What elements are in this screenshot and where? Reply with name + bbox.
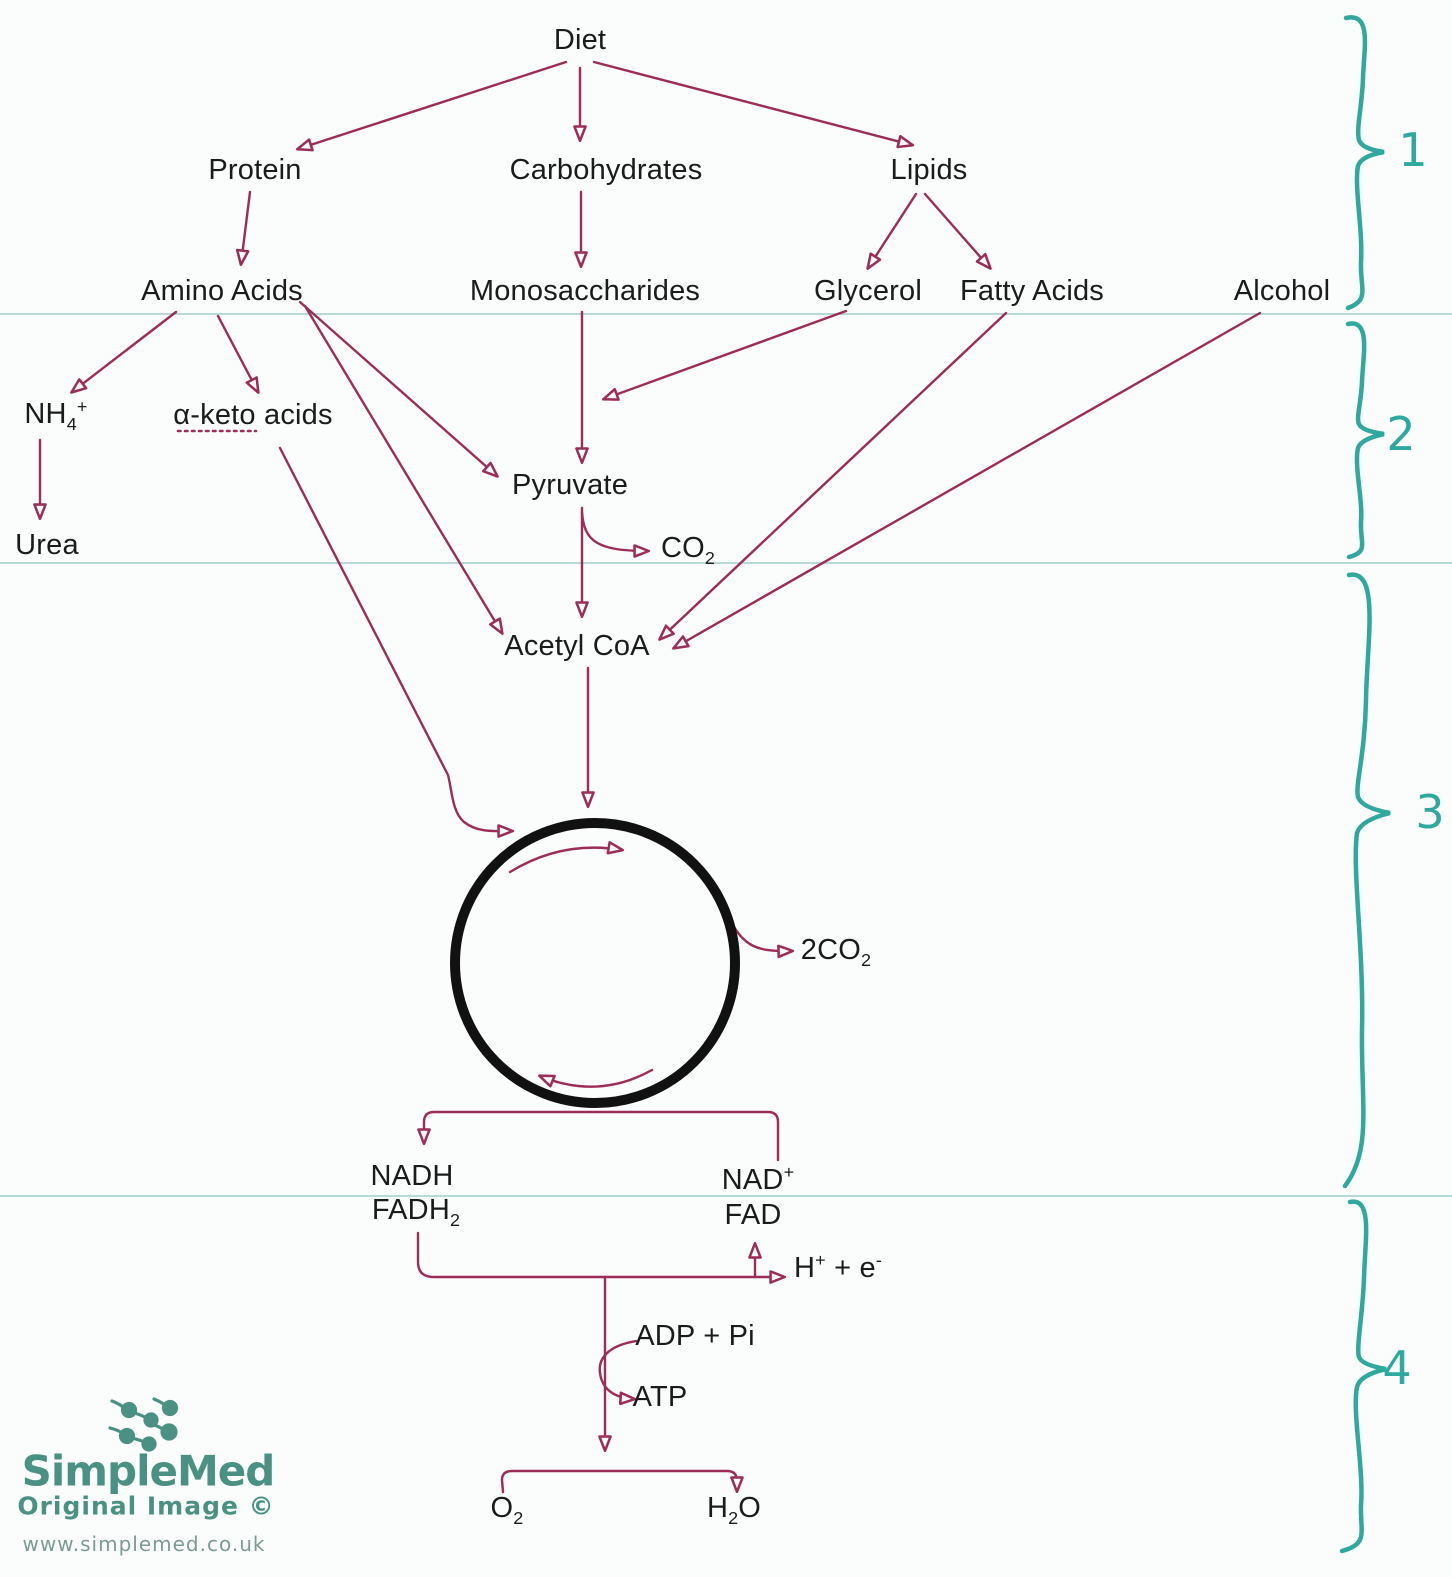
- stage-3-brace: [1342, 572, 1391, 1189]
- node-nadh: NADH: [370, 1160, 454, 1193]
- bracket-o2-h2o: [500, 1469, 744, 1494]
- node-diet: Diet: [553, 24, 607, 57]
- stage-4-brace: [1339, 1199, 1387, 1554]
- stage-3-number: 3: [1415, 785, 1445, 839]
- node-lipids: Lipids: [890, 154, 968, 187]
- node-acetyl-coa: Acetyl CoA: [504, 630, 650, 663]
- node-amino-acids: Amino Acids: [141, 275, 303, 308]
- node-alcohol: Alcohol: [1233, 275, 1331, 308]
- node-pyruvate: Pyruvate: [511, 469, 629, 502]
- arrow-alcohol-acetyl-coa: [672, 311, 1262, 650]
- node-fad: FAD: [724, 1199, 782, 1232]
- node-adp-pi: ADP + Pi: [635, 1320, 755, 1353]
- arrow-keto-acids-cycle: [278, 446, 515, 838]
- arrow-fatty-acids-acetyl-coa: [658, 311, 1008, 641]
- stage-1-number: 1: [1398, 123, 1428, 177]
- simplemed-logo-icon: [108, 1397, 179, 1452]
- node-protein: Protein: [208, 154, 302, 187]
- node-keto-acids: α-keto acids: [173, 399, 333, 432]
- arrow-lipids-fatty-acids: [923, 192, 992, 270]
- node-glycerol: Glycerol: [814, 275, 922, 308]
- arrow-diet-lipids: [592, 60, 915, 149]
- node-nad: NAD+: [721, 1162, 795, 1196]
- krebs-cycle-circle: [450, 818, 740, 1108]
- arrow-protein-amino-acids: [235, 190, 252, 267]
- arrow-fadh2-h-electrons: [416, 1231, 787, 1284]
- arrow-adp-atp: [598, 1339, 638, 1406]
- node-fatty-acids: Fatty Acids: [959, 275, 1105, 308]
- arrow-lipids-glycerol: [866, 192, 918, 270]
- stage-2-brace: [1345, 321, 1385, 560]
- arrow-glycerol-pyruvate-line: [601, 309, 848, 401]
- stage-4-number: 4: [1382, 1341, 1412, 1395]
- node-2co2: 2CO2: [800, 934, 872, 971]
- bracket-cycle-nadh-nad: [417, 1110, 780, 1162]
- arrow-cycle-2co2: [728, 918, 795, 959]
- node-fadh2: FADH2: [371, 1194, 461, 1231]
- node-urea: Urea: [15, 529, 79, 562]
- arrow-amino-acids-keto-acids: [216, 314, 260, 394]
- arrow-diet-protein: [295, 60, 568, 152]
- watermark-url: www.simplemed.co.uk: [22, 1532, 266, 1556]
- arrow-amino-acids-pyruvate: [298, 300, 499, 478]
- cycle-arc-bottom: [538, 1068, 654, 1088]
- node-nh4: NH4+: [24, 396, 88, 434]
- arrow-pyruvate-co2: [580, 510, 651, 558]
- watermark-brand: SimpleMed: [21, 1446, 276, 1496]
- stage-1-brace: [1343, 15, 1385, 311]
- arrow-amino-acids-nh4: [70, 310, 178, 394]
- node-h-electrons: H+ + e-: [793, 1250, 883, 1284]
- node-monosaccharides: Monosaccharides: [469, 275, 701, 308]
- stage-2-number: 2: [1386, 407, 1416, 461]
- arrow-amino-acids-acetyl-coa: [303, 304, 504, 635]
- node-h2o: H2O: [706, 1492, 762, 1529]
- node-carbohydrates: Carbohydrates: [509, 154, 703, 187]
- cycle-arc-top: [508, 841, 625, 874]
- node-o2: O2: [490, 1492, 524, 1529]
- node-co2: CO2: [660, 532, 716, 569]
- node-atp: ATP: [632, 1381, 688, 1414]
- watermark-note: Original Image ©: [17, 1491, 275, 1521]
